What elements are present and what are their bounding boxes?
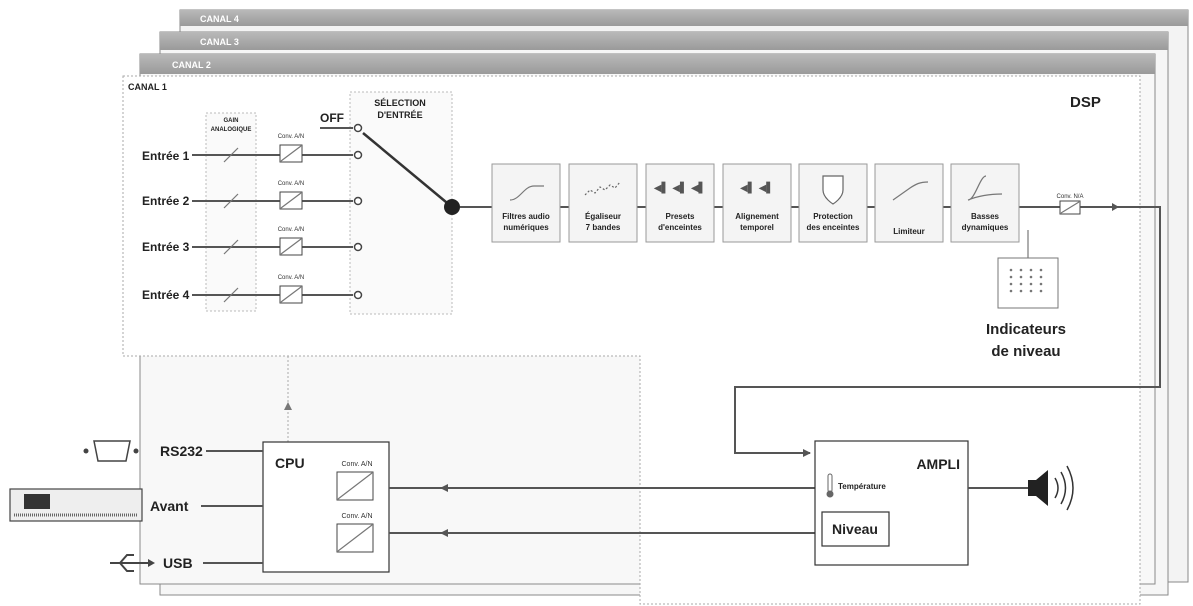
- thermometer-icon: [827, 473, 833, 493]
- level-indicators: Indicateurs de niveau: [986, 230, 1066, 360]
- block-alignement: ◀▌ ◀▌ Alignement temporel: [722, 163, 792, 243]
- input-label-1: Entrée 1: [142, 149, 190, 163]
- block-egaliseur-l1: Égaliseur: [585, 212, 621, 221]
- vu-meter-icon: [997, 257, 1059, 309]
- block-protection: Protection des enceintes: [798, 163, 868, 243]
- speaker-output-icon: [1028, 465, 1074, 511]
- off-contact: [353, 123, 363, 133]
- canal-2-label: CANAL 2: [172, 60, 211, 70]
- conv-na: Conv. N/A: [734, 194, 1161, 457]
- conv-na-label: Conv. N/A: [1057, 194, 1084, 200]
- cpu-title: CPU: [275, 455, 305, 471]
- speaker-icon: ◀▌ ◀▌: [740, 181, 774, 194]
- block-alignement-l1: Alignement: [735, 212, 779, 221]
- input-row-1: Entrée 1 Conv. A/N: [142, 134, 363, 163]
- dsp-chain: Filtres audio numériques Égaliseur 7 ban…: [491, 163, 1060, 243]
- input-label-2: Entrée 2: [142, 194, 190, 208]
- gain-label-1: GAIN: [224, 118, 239, 124]
- gain-label-2: ANALOGIQUE: [211, 127, 252, 133]
- conv-an-label-1: Conv. A/N: [278, 134, 305, 140]
- off-label: OFF: [320, 111, 344, 125]
- ampli-temperature: Température: [838, 482, 886, 491]
- input-row-4: Entrée 4 Conv. A/N: [142, 275, 363, 304]
- cpu-conv-label-1: Conv. A/N: [342, 461, 373, 468]
- block-egaliseur-l2: 7 bandes: [586, 223, 621, 232]
- switch-pivot: [444, 199, 460, 215]
- block-presets-l1: Presets: [666, 212, 695, 221]
- avant-label: Avant: [150, 498, 189, 514]
- dsp-label: DSP: [1070, 94, 1101, 111]
- block-filtres-l2: numériques: [503, 223, 549, 232]
- interfaces: RS232 Avant USB: [9, 440, 263, 572]
- block-egaliseur: Égaliseur 7 bandes: [568, 163, 638, 243]
- conv-an-label-3: Conv. A/N: [278, 227, 305, 233]
- block-limiteur: Limiteur: [874, 163, 944, 243]
- ampli-block: AMPLI Température Niveau: [814, 440, 969, 566]
- selection-label-1: SÉLECTION: [374, 98, 426, 108]
- gain-analogique-column: GAIN ANALOGIQUE: [205, 112, 257, 312]
- input-row-3: Entrée 3 Conv. A/N: [142, 227, 363, 256]
- block-filtres: Filtres audio numériques: [491, 163, 561, 243]
- selection-entree-box: SÉLECTION D'ENTRÉE OFF: [320, 91, 453, 315]
- block-protection-l2: des enceintes: [807, 223, 860, 232]
- cpu-block: CPU Conv. A/N Conv. A/N: [262, 441, 390, 573]
- indicators-label-2: de niveau: [991, 343, 1060, 360]
- block-presets-l2: d'enceintes: [658, 223, 702, 232]
- block-basses: Basses dynamiques: [950, 163, 1020, 243]
- usb-row: USB: [110, 554, 263, 572]
- rs232-row: RS232: [83, 440, 263, 462]
- rs232-label: RS232: [160, 443, 203, 459]
- cpu-conv-label-2: Conv. A/N: [342, 513, 373, 520]
- usb-label: USB: [163, 555, 193, 571]
- input-label-4: Entrée 4: [142, 288, 190, 302]
- conv-an-label-4: Conv. A/N: [278, 275, 305, 281]
- ampli-niveau: Niveau: [832, 521, 878, 537]
- speaker-icon: ◀▌ ◀▌ ◀▌: [654, 181, 707, 194]
- selection-label-2: D'ENTRÉE: [377, 110, 422, 120]
- block-limiteur-l1: Limiteur: [893, 227, 925, 236]
- usb-icon: [110, 554, 148, 572]
- shield-icon: [822, 175, 844, 205]
- block-filtres-l1: Filtres audio: [502, 212, 550, 221]
- indicators-label-1: Indicateurs: [986, 321, 1066, 338]
- block-basses-l1: Basses: [971, 212, 1000, 221]
- input-label-3: Entrée 3: [142, 240, 190, 254]
- conv-an-label-2: Conv. A/N: [278, 181, 305, 187]
- block-presets: ◀▌ ◀▌ ◀▌ Presets d'enceintes: [645, 163, 715, 243]
- block-protection-l1: Protection: [813, 212, 853, 221]
- canal-4-label: CANAL 4: [200, 14, 239, 24]
- canal-3-label: CANAL 3: [200, 37, 239, 47]
- avant-row: Avant: [9, 488, 263, 522]
- block-alignement-l2: temporel: [740, 223, 774, 232]
- ampli-title: AMPLI: [916, 456, 960, 472]
- canal-1-label: CANAL 1: [128, 82, 167, 92]
- input-row-2: Entrée 2 Conv. A/N: [142, 181, 363, 210]
- input-rows: Entrée 1 Conv. A/N Entrée 2 Conv. A/N En…: [142, 134, 363, 304]
- block-basses-l2: dynamiques: [962, 223, 1009, 232]
- serial-port-icon: [93, 440, 131, 462]
